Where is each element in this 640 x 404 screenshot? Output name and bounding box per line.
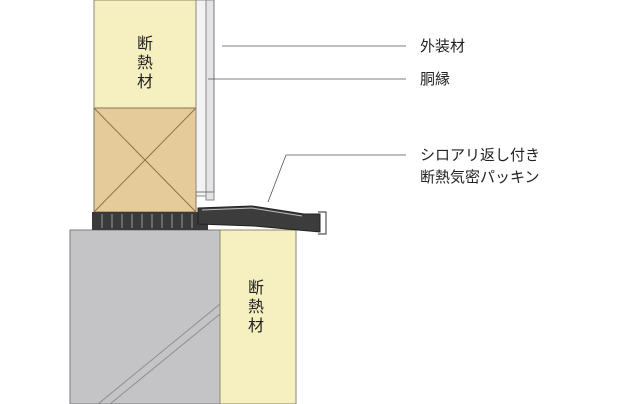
- label-packing-line2: 断熱気密パッキン: [420, 168, 540, 186]
- sill-timber: [93, 107, 197, 213]
- leader-packing: [267, 154, 406, 203]
- termite-shield-airtight-packing: [92, 205, 327, 235]
- upper-insulation: [93, 0, 197, 109]
- exterior-cladding: [195, 0, 215, 201]
- lower-insulation-label: 断 熱 材: [247, 278, 264, 335]
- label-cladding: 外装材: [420, 37, 466, 55]
- leader-lines: [208, 45, 406, 203]
- label-furring: 胴縁: [420, 70, 451, 88]
- label-packing-line1: シロアリ返し付き: [420, 146, 541, 164]
- upper-insulation-label: 断 熱 材: [136, 34, 153, 91]
- concrete-foundation: [69, 229, 221, 404]
- lower-insulation: [219, 229, 297, 404]
